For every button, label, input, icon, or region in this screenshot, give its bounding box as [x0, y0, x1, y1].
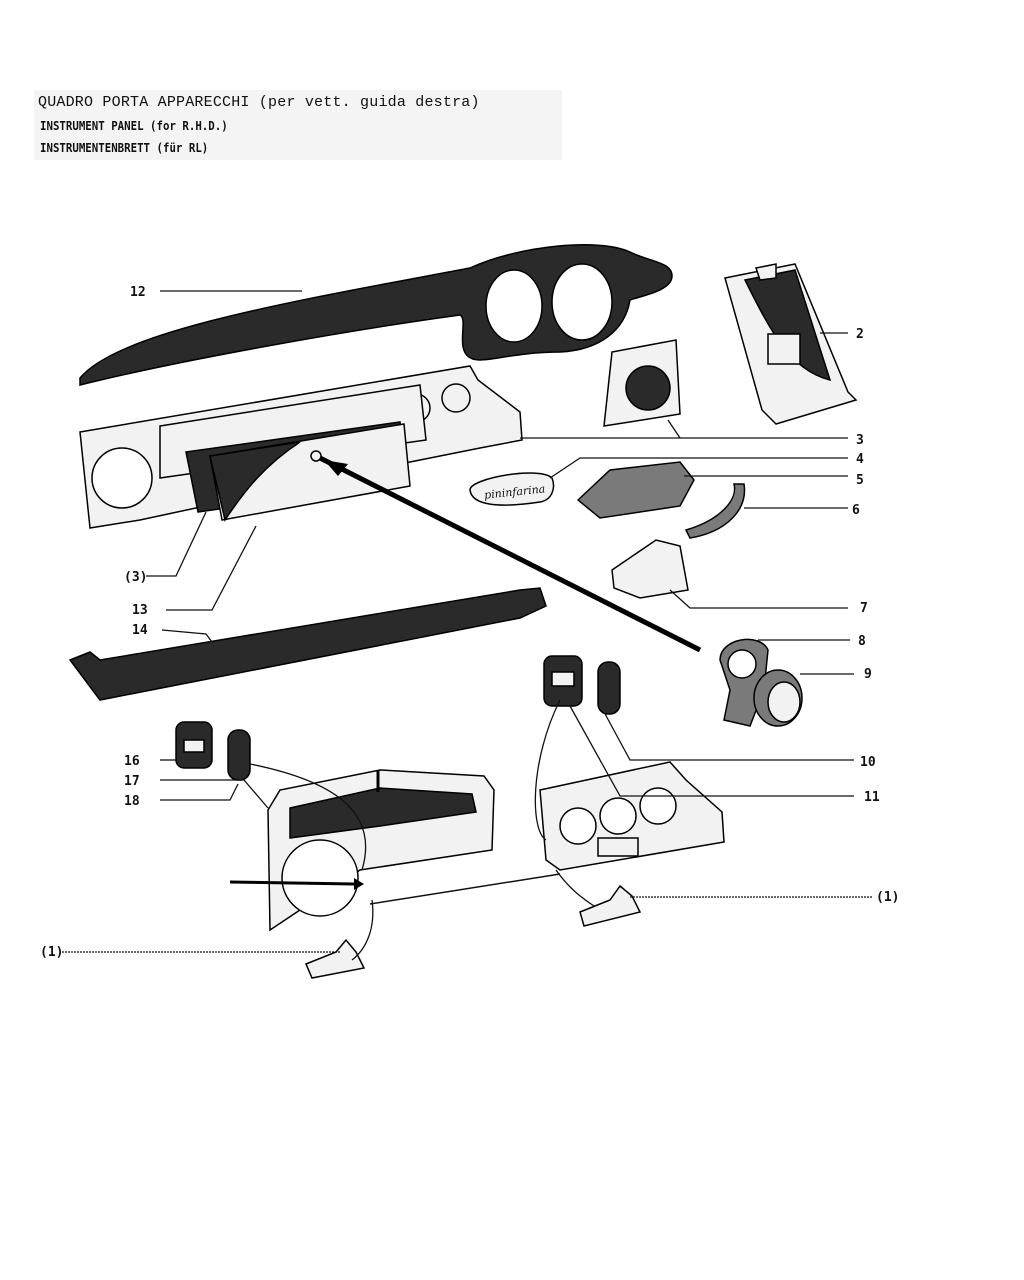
assembly-arrow-switch-right	[534, 699, 561, 841]
callout-4: 4	[856, 452, 864, 467]
callout-13: 13	[132, 603, 148, 618]
leader-17	[160, 779, 269, 809]
leader-10	[603, 711, 854, 761]
part-gauge-bracket	[603, 339, 681, 427]
part-7-ashtray	[611, 539, 689, 599]
pininfarina-emblem-text: pininfarina	[484, 482, 546, 501]
assembly-arrow-switch	[249, 763, 367, 871]
leader-14	[161, 629, 213, 643]
part-6-trim-strip	[684, 483, 746, 539]
callout-3-reference: (3)	[124, 570, 147, 585]
arrowhead-left	[354, 878, 364, 890]
callout-18: 18	[124, 794, 140, 809]
title-block	[34, 90, 562, 160]
part-glovebox-frame	[267, 769, 495, 932]
part-13-glovebox-lid	[185, 421, 411, 522]
callout-8: 8	[858, 634, 866, 649]
callout-1-right: (1)	[876, 890, 899, 905]
callout-12: 12	[130, 285, 146, 300]
callout-9: 9	[864, 667, 872, 682]
callout-10: 10	[860, 755, 876, 770]
leader-3-bracket	[667, 419, 681, 439]
callout-7: 7	[860, 601, 868, 616]
part-1-bracket-left	[305, 938, 366, 979]
leader-4	[549, 457, 848, 479]
leader-18	[160, 783, 239, 801]
leader-7	[669, 589, 848, 609]
part-16-switch-block	[175, 721, 213, 769]
part-17-switch-plate	[227, 729, 251, 781]
part-11-panel-rear	[539, 761, 725, 871]
part-5-ashtray-housing	[576, 461, 695, 519]
callout-3: 3	[856, 433, 864, 448]
callout-17: 17	[124, 774, 140, 789]
lower-rail-line	[369, 873, 561, 905]
part-10-switch-plate	[597, 661, 621, 715]
part-switch-block-upper	[543, 655, 583, 707]
callout-5: 5	[856, 473, 864, 488]
part-12-dash-top-cover	[79, 244, 673, 386]
callout-6: 6	[852, 503, 860, 518]
callout-14: 14	[132, 623, 148, 638]
part-1-bracket-right	[579, 884, 642, 927]
callout-16: 16	[124, 754, 140, 769]
leader-11	[569, 705, 854, 797]
assembly-arrow-bracket-right	[555, 869, 595, 907]
title-italian: QUADRO PORTA APPARECCHI (per vett. guida…	[38, 94, 480, 111]
part-14-lower-padded-rail	[68, 587, 547, 701]
callout-11: 11	[864, 790, 880, 805]
callout-2: 2	[856, 327, 864, 342]
part-4-pininfarina-badge: pininfarina	[469, 472, 555, 506]
leader-3ref	[146, 511, 207, 577]
arrowhead-lock	[324, 460, 348, 476]
title-english: INSTRUMENT PANEL (for R.H.D.)	[40, 118, 228, 133]
assembly-arrow-left	[229, 880, 355, 886]
title-german: INSTRUMENTENBRETT (für RL)	[40, 140, 209, 155]
part-9-lock-cylinder	[753, 669, 803, 727]
part-2-glovebox-insert	[724, 263, 858, 425]
assembly-arrow-bracket-left	[351, 899, 374, 961]
assembly-arrow-lock	[318, 455, 702, 653]
callout-1-left: (1)	[40, 945, 63, 960]
leader-13	[166, 525, 257, 611]
